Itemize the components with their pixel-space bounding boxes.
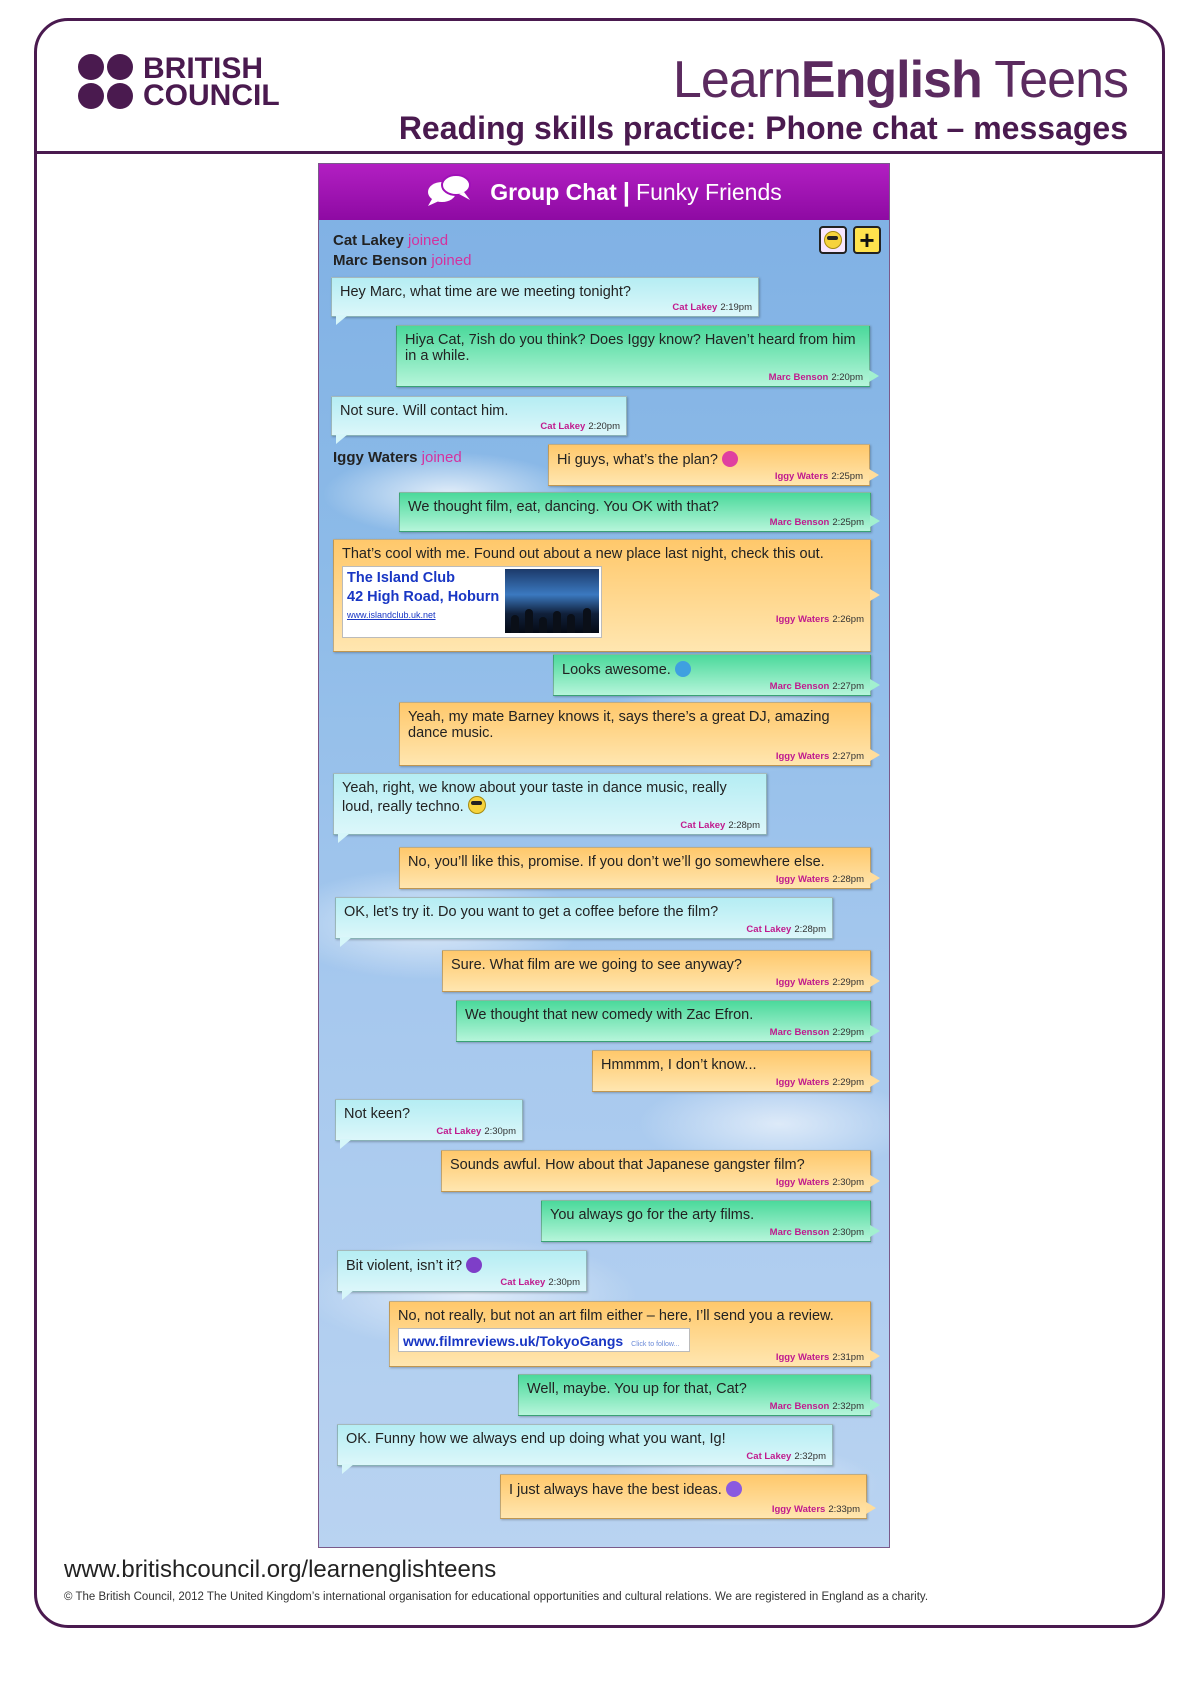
message-bubble: We thought film, eat, dancing. You OK wi…: [399, 492, 880, 532]
brand-english: English: [800, 51, 983, 109]
message-bubble: Hey Marc, what time are we meeting tonig…: [331, 277, 759, 325]
message-bubble: OK, let’s try it. Do you want to get a c…: [335, 897, 833, 947]
cool-emoji-icon: [674, 661, 691, 677]
message-bubble: Hiya Cat, 7ish do you think? Does Iggy k…: [396, 325, 879, 387]
chat-group-name: Funky Friends: [636, 178, 782, 205]
message-bubble: Sounds awful. How about that Japanese ga…: [441, 1150, 880, 1192]
smiley-emoji-icon: [721, 451, 738, 467]
smiley-emoji-icon: [725, 1481, 742, 1497]
message-bubble: No, you’ll like this, promise. If you do…: [399, 847, 880, 889]
british-council-logo: BRITISH COUNCIL: [78, 51, 280, 112]
message-bubble: Sure. What film are we going to see anyw…: [442, 950, 880, 992]
message-bubble: Yeah, my mate Barney knows it, says ther…: [399, 702, 880, 766]
message-bubble: We thought that new comedy with Zac Efro…: [456, 1000, 880, 1042]
chat-header: Group Chat | Funky Friends: [319, 164, 889, 220]
club-photo-image: [505, 569, 599, 633]
logo-line-1: BRITISH: [143, 51, 263, 85]
thinking-emoji-icon: [466, 1257, 483, 1273]
message-bubble: That’s cool with me. Found out about a n…: [333, 539, 880, 652]
joined-notice: Cat Lakey joined: [333, 232, 449, 249]
logo-dots-icon: [78, 54, 133, 109]
message-bubble: OK. Funny how we always end up doing wha…: [337, 1424, 833, 1474]
sunglasses-emoji-icon: [824, 231, 842, 249]
sunglasses-emoji-icon: [467, 796, 486, 814]
club-address: 42 High Road, Hoburn: [347, 589, 500, 605]
club-name: The Island Club: [347, 570, 455, 586]
message-bubble: I just always have the best ideas. Iggy …: [500, 1474, 876, 1519]
brand-learn: Learn: [672, 51, 802, 109]
message-bubble: You always go for the arty films. Marc B…: [541, 1200, 880, 1242]
message-bubble: No, not really, but not an art film eith…: [389, 1301, 880, 1367]
footer-copyright: © The British Council, 2012 The United K…: [64, 1591, 929, 1603]
footer-website-url: www.britishcouncil.org/learnenglishteens: [64, 1556, 497, 1583]
chat-title-separator: |: [622, 176, 631, 207]
learnenglish-teens-title: LearnEnglish Teens: [672, 50, 1129, 110]
message-bubble: Yeah, right, we know about your taste in…: [333, 773, 767, 843]
header-divider: [34, 151, 1165, 154]
page-subtitle: Reading skills practice: Phone chat – me…: [398, 110, 1128, 146]
brand-teens: Teens: [981, 51, 1129, 109]
club-url-link[interactable]: www.islandclub.uk.net: [347, 610, 436, 620]
message-bubble: Well, maybe. You up for that, Cat? Marc …: [518, 1374, 880, 1416]
add-button[interactable]: +: [853, 226, 881, 254]
chat-title: Group Chat: [490, 178, 617, 205]
joined-notice: Marc Benson joined: [333, 252, 472, 269]
chat-header-actions: +: [819, 226, 881, 254]
logo-line-2: COUNCIL: [143, 78, 280, 112]
chat-bubbles-icon: [426, 173, 472, 212]
joined-notice: Iggy Waters joined: [333, 449, 462, 466]
link-preview-card[interactable]: The Island Club 42 High Road, Hoburn www…: [342, 566, 602, 638]
emoji-button[interactable]: [819, 226, 847, 254]
phone-chat-panel: Group Chat | Funky Friends Cat Lakey joi…: [318, 163, 890, 1548]
